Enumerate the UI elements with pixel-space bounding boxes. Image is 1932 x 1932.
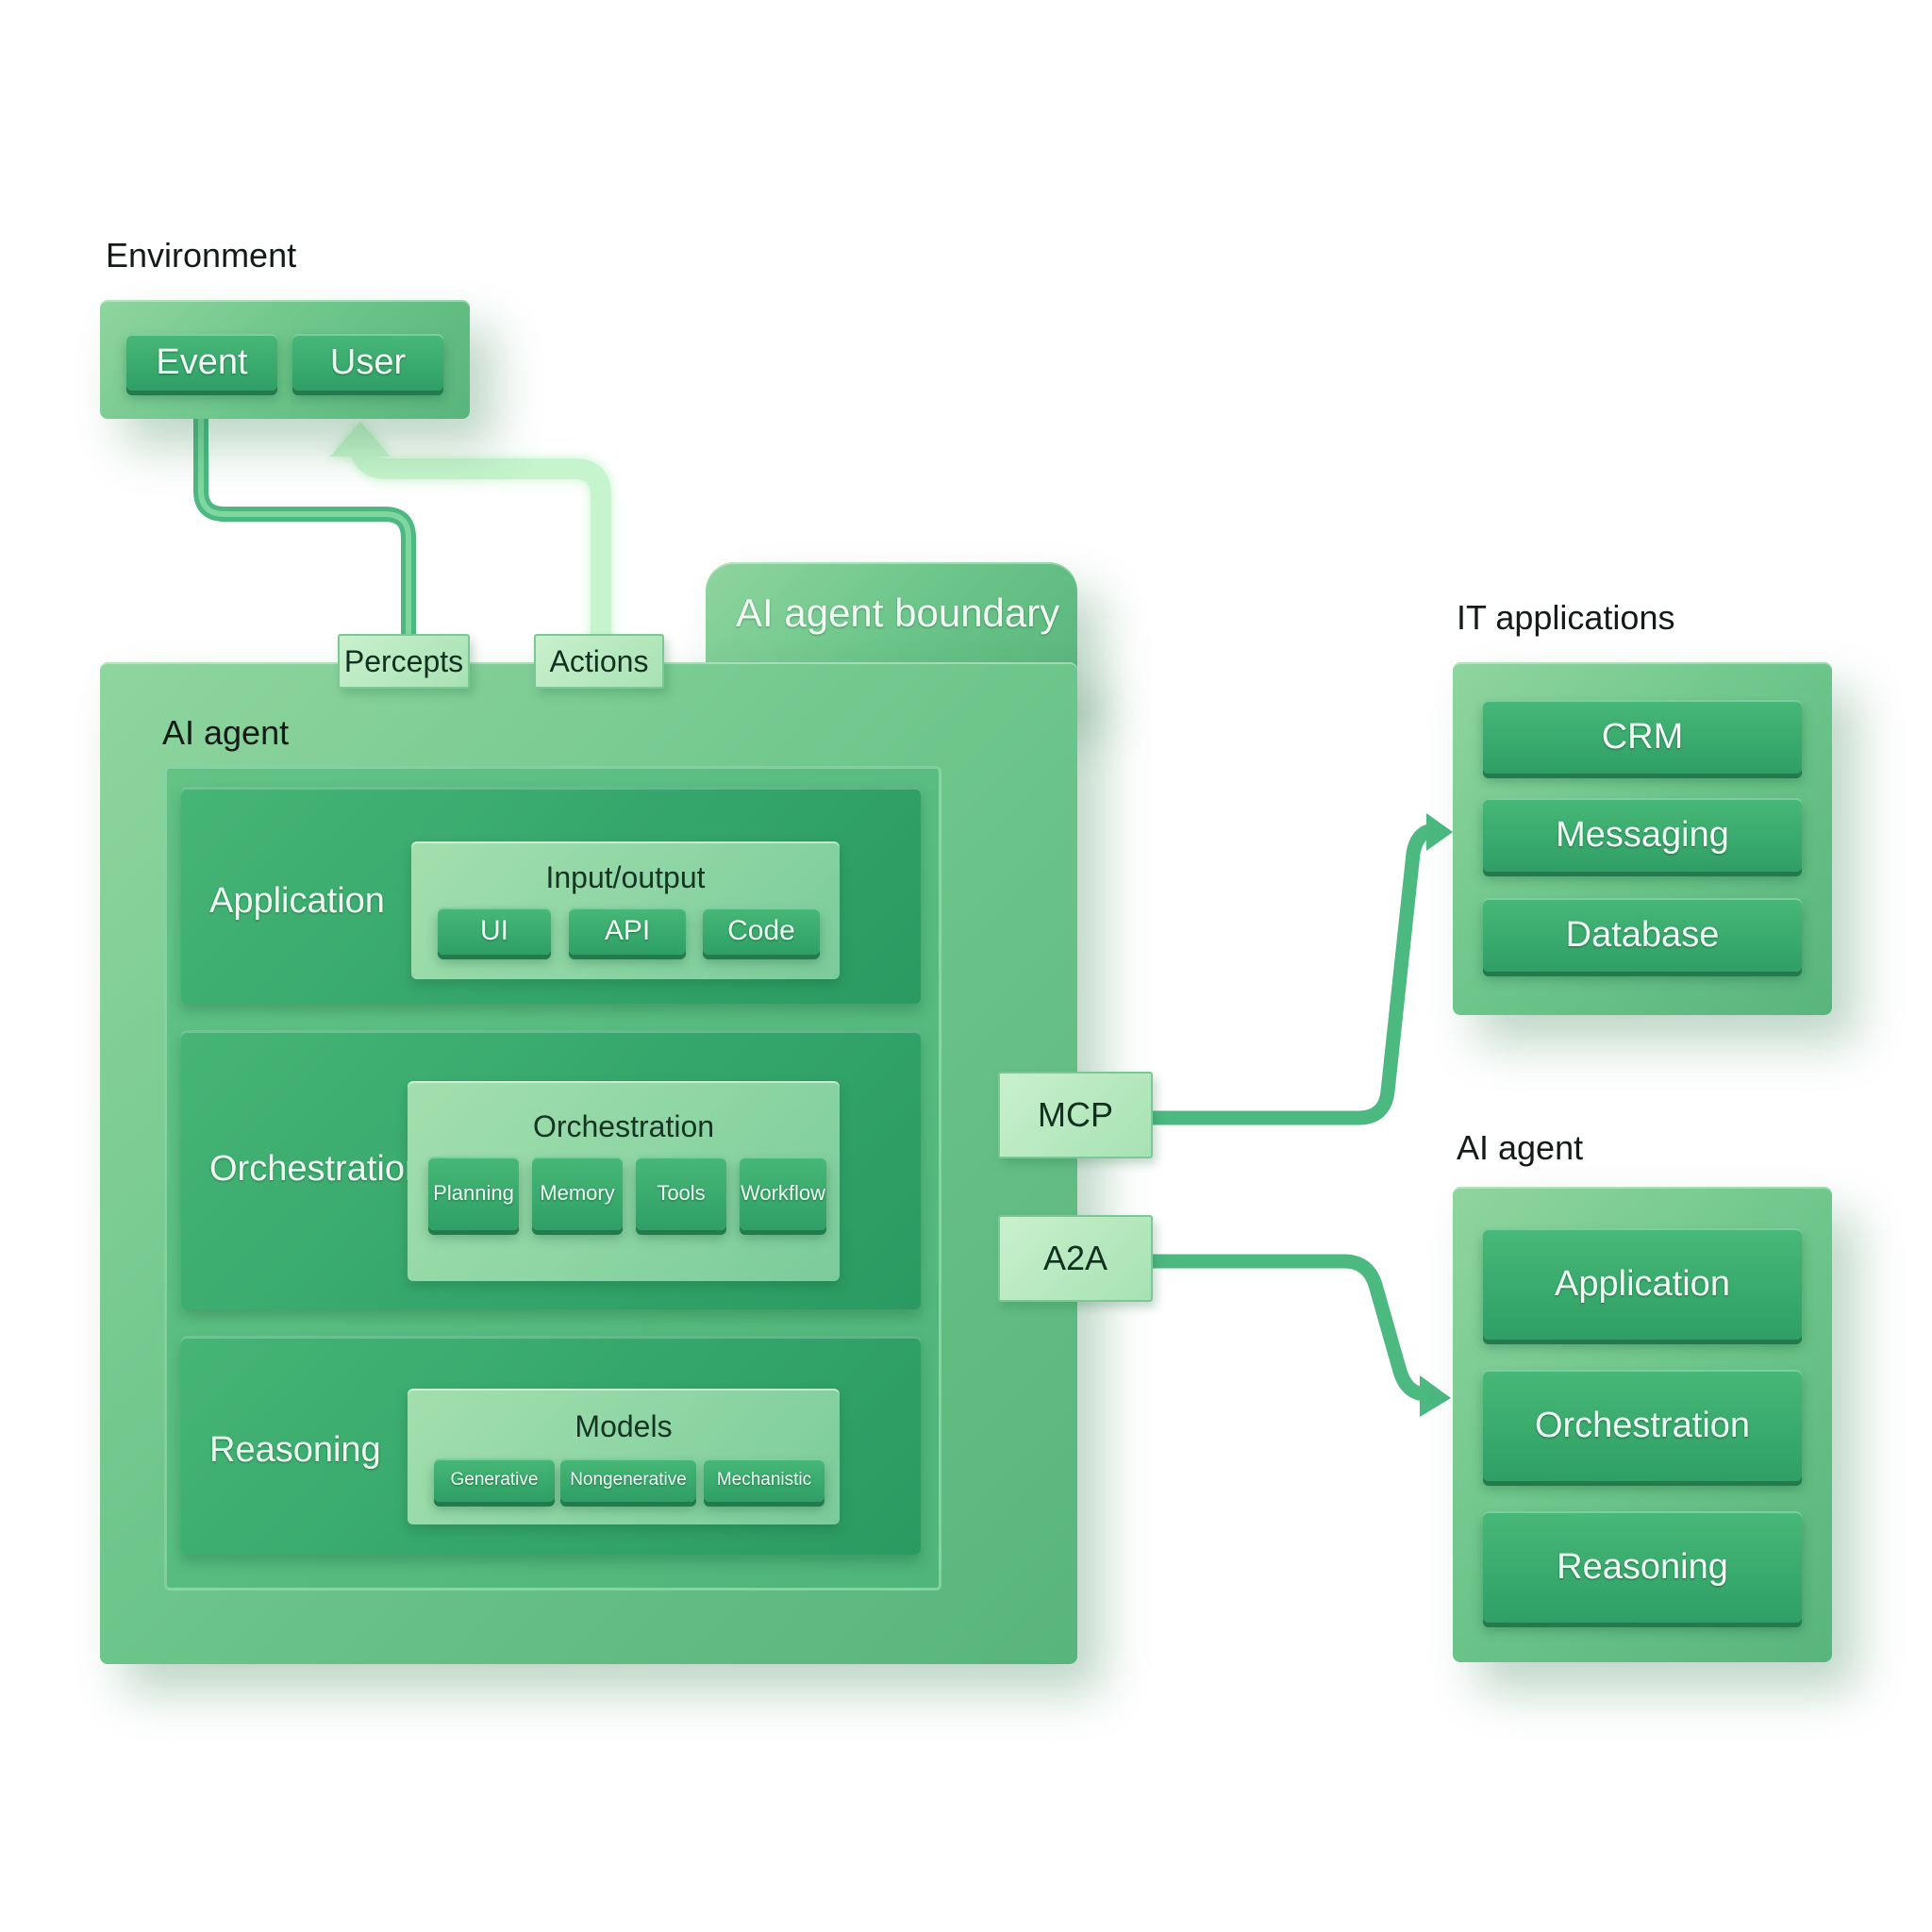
- input-output-panel-title: Input/output: [545, 860, 706, 894]
- environment-user-button[interactable]: User: [292, 334, 443, 391]
- orchestration-panel-title: Orchestration: [532, 1109, 715, 1143]
- actions-arrowhead-top: [330, 422, 391, 457]
- mcp-tag: MCP: [998, 1072, 1153, 1158]
- planning-button[interactable]: Planning: [428, 1157, 519, 1230]
- code-button[interactable]: Code: [703, 908, 820, 955]
- it-applications-title: IT applications: [1457, 598, 1675, 637]
- a2a-tag: A2A: [998, 1215, 1153, 1302]
- database-button[interactable]: Database: [1483, 898, 1802, 972]
- ai-agent-boundary-label: AI agent boundary: [736, 591, 1060, 635]
- a2a-to-agent-line: [1153, 1254, 1427, 1402]
- tools-button[interactable]: Tools: [636, 1157, 726, 1230]
- mcp-to-it-line: [1153, 823, 1437, 1125]
- reasoning-layer-label: Reasoning: [209, 1430, 381, 1470]
- api-button[interactable]: API: [569, 908, 686, 955]
- ai-agent-title: AI agent: [162, 713, 290, 752]
- actions-tag: Actions: [534, 634, 664, 689]
- ui-button[interactable]: UI: [438, 908, 551, 955]
- percepts-flow-line-highlight: [198, 415, 411, 769]
- environment-event-button[interactable]: Event: [126, 334, 277, 391]
- crm-button[interactable]: CRM: [1483, 700, 1802, 774]
- a2a-to-agent-arrowhead: [1420, 1375, 1451, 1417]
- remote-agent-title: AI agent: [1457, 1128, 1584, 1167]
- mechanistic-button[interactable]: Mechanistic: [704, 1458, 824, 1502]
- remote-orchestration-button[interactable]: Orchestration: [1483, 1370, 1802, 1481]
- percepts-tag: Percepts: [338, 634, 470, 689]
- environment-title: Environment: [106, 236, 297, 275]
- messaging-button[interactable]: Messaging: [1483, 798, 1802, 872]
- remote-reasoning-button[interactable]: Reasoning: [1483, 1511, 1802, 1623]
- nongenerative-button[interactable]: Nongenerative: [560, 1458, 696, 1502]
- mcp-to-it-arrowhead: [1426, 813, 1453, 851]
- workflow-button[interactable]: Workflow: [740, 1157, 826, 1230]
- application-layer-label: Application: [209, 881, 385, 921]
- orchestration-layer-label: Orchestration: [209, 1149, 425, 1189]
- memory-button[interactable]: Memory: [532, 1157, 623, 1230]
- models-panel-title: Models: [575, 1409, 673, 1443]
- generative-button[interactable]: Generative: [434, 1458, 555, 1502]
- remote-application-button[interactable]: Application: [1483, 1228, 1802, 1340]
- models-panel: [408, 1389, 840, 1524]
